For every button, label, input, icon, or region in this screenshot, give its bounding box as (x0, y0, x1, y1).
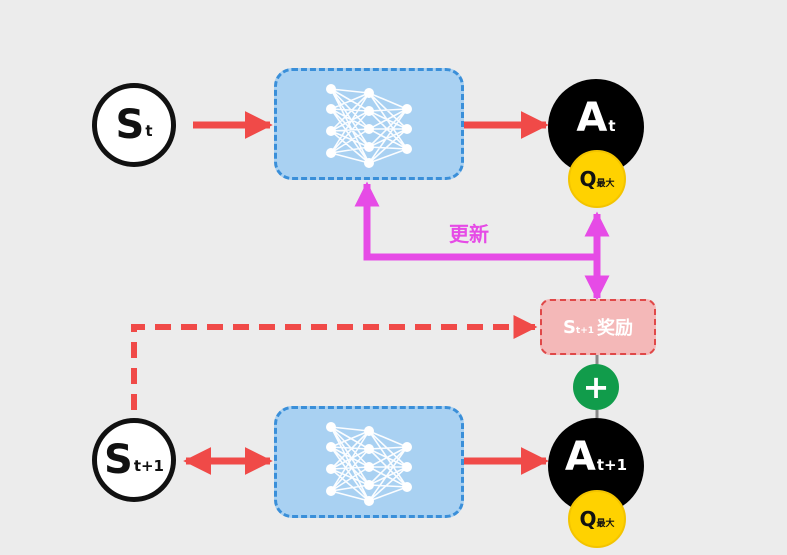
action-subscript: t+1 (596, 456, 628, 474)
neural-network-icon (326, 84, 412, 168)
reward-state-letter: S (562, 316, 576, 338)
dashed-state-to-reward-arrow (131, 315, 538, 410)
action-letter: A (576, 95, 608, 141)
reward-label: 奖励 (597, 318, 634, 339)
action-node-top: A t (548, 79, 644, 175)
action-letter: A (564, 434, 596, 480)
state-subscript: t (145, 122, 153, 140)
state-node-bottom: S t+1 (92, 418, 176, 502)
reward-box: S t+1 奖励 (540, 299, 656, 355)
q-subscript: 最大 (596, 179, 615, 189)
state-letter: S (104, 437, 133, 483)
plus-icon: + (573, 364, 619, 410)
update-label: 更新 (449, 222, 489, 246)
state-node-top: S t (92, 83, 176, 167)
state-letter: S (115, 102, 145, 148)
state-subscript: t+1 (133, 457, 164, 475)
network-box-bottom (274, 406, 464, 518)
action-node-bottom: A t+1 (548, 418, 644, 514)
q-letter: Q (579, 507, 597, 531)
update-arrow (354, 181, 597, 261)
q-max-badge-bottom: Q 最大 (568, 490, 626, 548)
network-box-top (274, 68, 464, 180)
q-letter: Q (579, 167, 597, 191)
neural-network-icon (326, 422, 412, 506)
q-subscript: 最大 (596, 519, 615, 529)
q-max-badge-top: Q 最大 (568, 150, 626, 208)
reward-state-subscript: t+1 (575, 326, 595, 336)
action-subscript: t (608, 117, 616, 135)
